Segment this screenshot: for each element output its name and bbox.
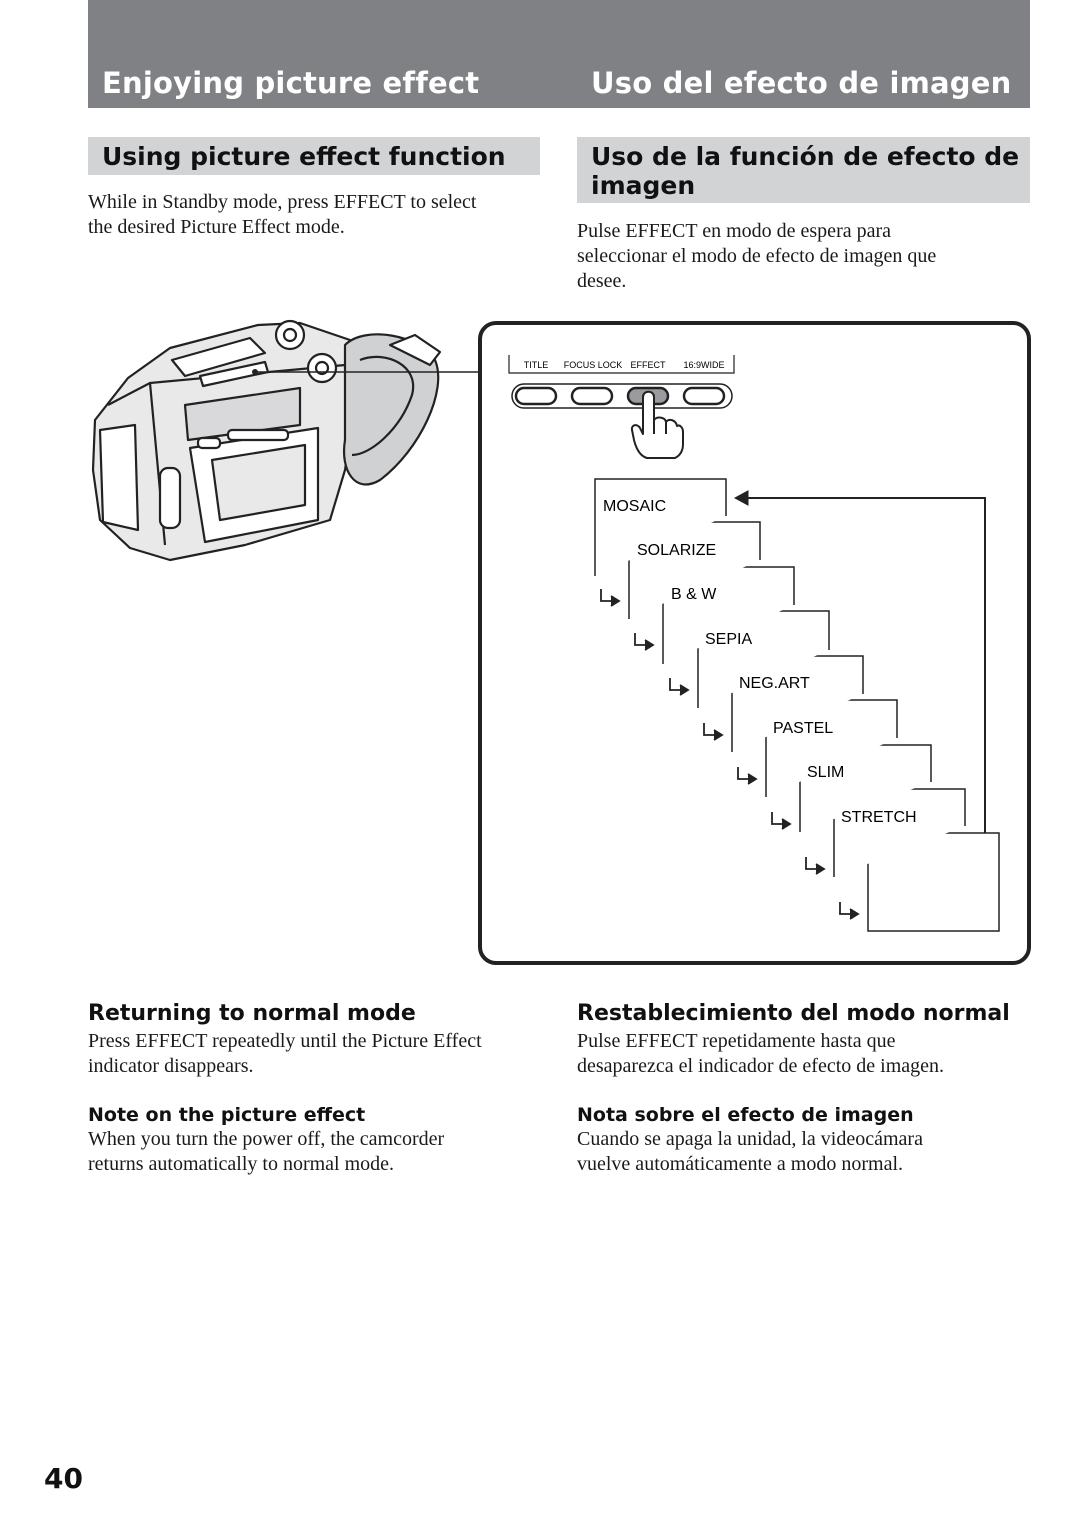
intro-text-spanish: Pulse EFFECT en modo de espera para sele… bbox=[577, 219, 936, 294]
button-label-focus-lock: FOCUS LOCK bbox=[564, 360, 623, 370]
note-text-spanish: Cuando se apaga la unidad, la videocámar… bbox=[577, 1127, 923, 1177]
returning-line: Press EFFECT repeatedly until the Pictur… bbox=[88, 1030, 482, 1052]
intro-line: the desired Picture Effect mode. bbox=[88, 216, 345, 238]
intro-line: While in Standby mode, press EFFECT to s… bbox=[88, 191, 477, 213]
focus-lock-button[interactable] bbox=[570, 386, 614, 406]
note-text-english: When you turn the power off, the camcord… bbox=[88, 1127, 444, 1177]
note-heading-spanish: Nota sobre el efecto de imagen bbox=[577, 1104, 914, 1126]
note-line: returns automatically to normal mode. bbox=[88, 1153, 395, 1175]
returning-heading-english: Returning to normal mode bbox=[88, 1001, 416, 1026]
step-arrows bbox=[600, 589, 860, 920]
effect-label-pastel: PASTEL bbox=[773, 720, 833, 737]
diagram-panel bbox=[478, 321, 1031, 965]
return-loop-arrow bbox=[745, 497, 986, 833]
page-title-spanish: Uso del efecto de imagen bbox=[591, 66, 1012, 100]
returning-line: desaparezca el indicador de efecto de im… bbox=[577, 1055, 945, 1077]
subheading-spanish-line1: Uso de la función de efecto de bbox=[591, 142, 1020, 171]
subheading-english: Using picture effect function bbox=[102, 142, 506, 171]
note-line: Cuando se apaga la unidad, la videocámar… bbox=[577, 1128, 923, 1150]
intro-line: seleccionar el modo de efecto de imagen … bbox=[577, 245, 937, 267]
effect-label-neg-art: NEG.ART bbox=[739, 675, 810, 692]
effect-label-solarize: SOLARIZE bbox=[637, 542, 716, 559]
camcorder-illustration bbox=[91, 319, 442, 562]
effect-label-mosaic: MOSAIC bbox=[603, 498, 666, 515]
button-label-title: TITLE bbox=[524, 360, 549, 370]
intro-line: Pulse EFFECT en modo de espera para bbox=[577, 220, 892, 242]
note-line: When you turn the power off, the camcord… bbox=[88, 1128, 445, 1150]
intro-text-english: While in Standby mode, press EFFECT to s… bbox=[88, 190, 476, 240]
subheading-spanish-line2: imagen bbox=[591, 171, 696, 200]
effect-label-slim: SLIM bbox=[807, 764, 844, 781]
button-label-wide: 16:9WIDE bbox=[683, 360, 724, 370]
note-heading-english: Note on the picture effect bbox=[88, 1104, 366, 1126]
subheading-bar-spanish bbox=[577, 137, 1030, 203]
effect-label-stretch: STRETCH bbox=[841, 809, 917, 826]
returning-line: indicator disappears. bbox=[88, 1055, 254, 1077]
page-number: 40 bbox=[44, 1462, 83, 1495]
subheading-bar-english bbox=[88, 137, 540, 175]
returning-text-english: Press EFFECT repeatedly until the Pictur… bbox=[88, 1029, 482, 1079]
wide-button[interactable] bbox=[682, 386, 726, 406]
effect-label-sepia: SEPIA bbox=[705, 631, 752, 648]
pressing-finger-icon bbox=[630, 390, 684, 459]
returning-text-spanish: Pulse EFFECT repetidamente hasta que des… bbox=[577, 1029, 944, 1079]
returning-heading-spanish: Restablecimiento del modo normal bbox=[577, 1001, 1010, 1026]
intro-line: desee. bbox=[577, 270, 627, 292]
title-button[interactable] bbox=[514, 386, 558, 406]
page-title-english: Enjoying picture effect bbox=[102, 66, 480, 100]
button-label-effect: EFFECT bbox=[631, 360, 667, 370]
effect-cascade: MOSAIC SOLARIZE B & W SEPIA NEG.ART PAST… bbox=[594, 478, 1000, 932]
returning-line: Pulse EFFECT repetidamente hasta que bbox=[577, 1030, 896, 1052]
note-line: vuelve automáticamente a modo normal. bbox=[577, 1153, 903, 1175]
header-banner bbox=[88, 0, 1030, 108]
effect-label-bw: B & W bbox=[671, 586, 717, 603]
effect-diagram: TITLE FOCUS LOCK EFFECT 16:9WIDE MOSAIC … bbox=[91, 319, 1031, 965]
